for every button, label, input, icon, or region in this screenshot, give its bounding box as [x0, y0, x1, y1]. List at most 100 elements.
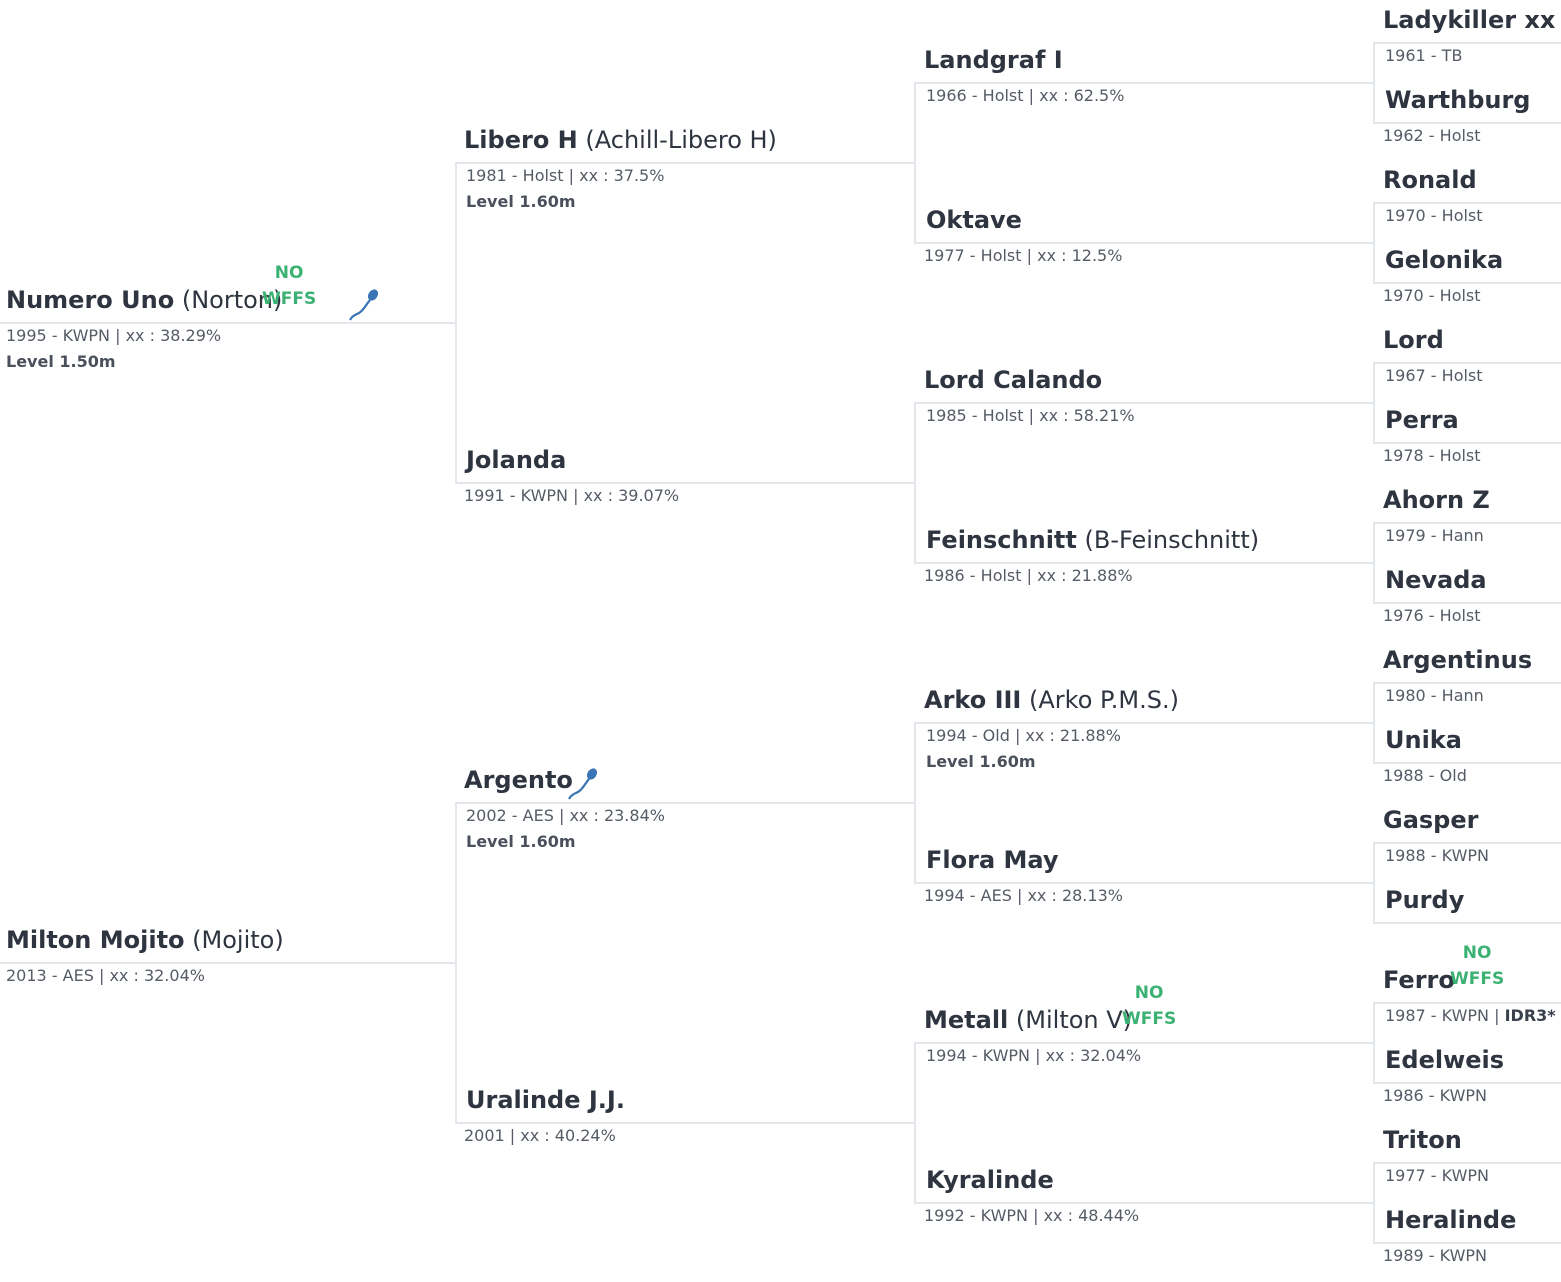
horse-name[interactable]: Nevada	[1385, 566, 1487, 594]
horse-name[interactable]: Metall (Milton V)	[924, 1006, 1133, 1034]
connector-line	[914, 402, 916, 564]
horse-level: Level 1.60m	[466, 192, 576, 211]
horse-info: 2001 | xx : 40.24%	[464, 1126, 616, 1145]
horse-name[interactable]: Landgraf I	[924, 46, 1063, 74]
connector-line	[915, 1202, 1374, 1204]
connector-line	[1373, 1002, 1375, 1084]
horse-name[interactable]: Gasper	[1383, 806, 1479, 834]
horse-name[interactable]: Numero Uno (Norton)	[6, 286, 283, 314]
horse-info: 1992 - KWPN | xx : 48.44%	[924, 1206, 1140, 1225]
horse-name[interactable]: Kyralinde	[926, 1166, 1054, 1194]
connector-line	[915, 1042, 1374, 1044]
horse-name[interactable]: Argento	[464, 766, 573, 794]
connector-line	[1374, 682, 1561, 684]
horse-name[interactable]: Unika	[1385, 726, 1462, 754]
horse-info: 1980 - Hann	[1385, 686, 1484, 705]
horse-name[interactable]: Libero H (Achill-Libero H)	[464, 126, 777, 154]
horse-name[interactable]: Arko III (Arko P.M.S.)	[924, 686, 1179, 714]
horse-name[interactable]: Uralinde J.J.	[466, 1086, 625, 1114]
connector-line	[456, 482, 915, 484]
connector-line	[456, 162, 915, 164]
sperm-icon	[568, 768, 598, 800]
horse-info: 1994 - Old | xx : 21.88%	[926, 726, 1121, 745]
horse-name[interactable]: Warthburg	[1385, 86, 1531, 114]
connector-line	[455, 162, 457, 484]
horse-name[interactable]: Argentinus	[1383, 646, 1533, 674]
horse-name[interactable]: Ferro	[1383, 966, 1455, 994]
connector-line	[455, 802, 457, 1124]
horse-name[interactable]: Oktave	[926, 206, 1022, 234]
horse-name[interactable]: Ladykiller xx	[1383, 6, 1556, 34]
horse-info: 1989 - KWPN	[1383, 1246, 1488, 1265]
horse-info: 2002 - AES | xx : 23.84%	[466, 806, 665, 825]
horse-info: 1985 - Holst | xx : 58.21%	[926, 406, 1135, 425]
horse-info: 1987 - KWPN | IDR3*	[1385, 1006, 1556, 1025]
connector-line	[1374, 762, 1561, 764]
horse-name[interactable]: Feinschnitt (B-Feinschnitt)	[926, 526, 1260, 554]
horse-name[interactable]: Edelweis	[1385, 1046, 1505, 1074]
horse-name[interactable]: Perra	[1385, 406, 1459, 434]
sperm-icon	[349, 289, 379, 321]
horse-level: Level 1.50m	[6, 352, 116, 371]
horse-name[interactable]: Ronald	[1383, 166, 1477, 194]
horse-name[interactable]: Flora May	[926, 846, 1059, 874]
connector-line	[1374, 922, 1561, 924]
horse-info: 1986 - Holst | xx : 21.88%	[924, 566, 1133, 585]
horse-name[interactable]: Milton Mojito (Mojito)	[6, 926, 284, 954]
connector-line	[915, 242, 1374, 244]
connector-line	[914, 82, 916, 244]
horse-info: 1994 - KWPN | xx : 32.04%	[926, 1046, 1142, 1065]
connector-line	[915, 82, 1374, 84]
no-wffs-badge: NO WFFS	[262, 263, 317, 309]
connector-line	[1374, 842, 1561, 844]
connector-line	[1374, 122, 1561, 124]
horse-info: 1970 - Holst	[1385, 206, 1483, 225]
connector-line	[914, 722, 916, 884]
horse-level: Level 1.60m	[466, 832, 576, 851]
connector-line	[915, 882, 1374, 884]
connector-line	[915, 402, 1374, 404]
connector-line	[1373, 842, 1375, 924]
horse-name[interactable]: Lord	[1383, 326, 1444, 354]
connector-line	[1373, 682, 1375, 764]
horse-info: 1977 - KWPN	[1385, 1166, 1490, 1185]
connector-line	[915, 562, 1374, 564]
connector-line	[914, 1042, 916, 1204]
horse-info: 1981 - Holst | xx : 37.5%	[466, 166, 665, 185]
horse-name[interactable]: Purdy	[1385, 886, 1465, 914]
connector-line	[0, 962, 456, 964]
connector-line	[1374, 282, 1561, 284]
horse-name[interactable]: Triton	[1383, 1126, 1462, 1154]
connector-line	[1374, 442, 1561, 444]
horse-name[interactable]: Lord Calando	[924, 366, 1103, 394]
horse-level: Level 1.60m	[926, 752, 1036, 771]
horse-info: 2013 - AES | xx : 32.04%	[6, 966, 205, 985]
connector-line	[1374, 1002, 1561, 1004]
connector-line	[1373, 202, 1375, 284]
connector-line	[1373, 362, 1375, 444]
connector-line	[1374, 42, 1561, 44]
connector-line	[1374, 1162, 1561, 1164]
horse-name[interactable]: Ahorn Z	[1383, 486, 1490, 514]
connector-line	[1374, 602, 1561, 604]
connector-line	[1374, 1082, 1561, 1084]
horse-info: 1967 - Holst	[1385, 366, 1483, 385]
horse-info: 1970 - Holst	[1383, 286, 1481, 305]
horse-info: 1966 - Holst | xx : 62.5%	[926, 86, 1125, 105]
horse-info: 1986 - KWPN	[1383, 1086, 1488, 1105]
no-wffs-badge: NO WFFS	[1450, 943, 1505, 989]
horse-info: 1988 - Old	[1383, 766, 1467, 785]
connector-line	[456, 1122, 915, 1124]
connector-line	[1374, 362, 1561, 364]
horse-name[interactable]: Gelonika	[1385, 246, 1504, 274]
connector-line	[0, 322, 456, 324]
connector-line	[456, 802, 915, 804]
horse-info: 1988 - KWPN	[1385, 846, 1490, 865]
horse-info: 1979 - Hann	[1385, 526, 1484, 545]
horse-name[interactable]: Heralinde	[1385, 1206, 1517, 1234]
no-wffs-badge: NO WFFS	[1122, 983, 1177, 1029]
horse-info: 1962 - Holst	[1383, 126, 1481, 145]
connector-line	[1373, 42, 1375, 124]
horse-info: 1994 - AES | xx : 28.13%	[924, 886, 1123, 905]
horse-name[interactable]: Jolanda	[466, 446, 567, 474]
